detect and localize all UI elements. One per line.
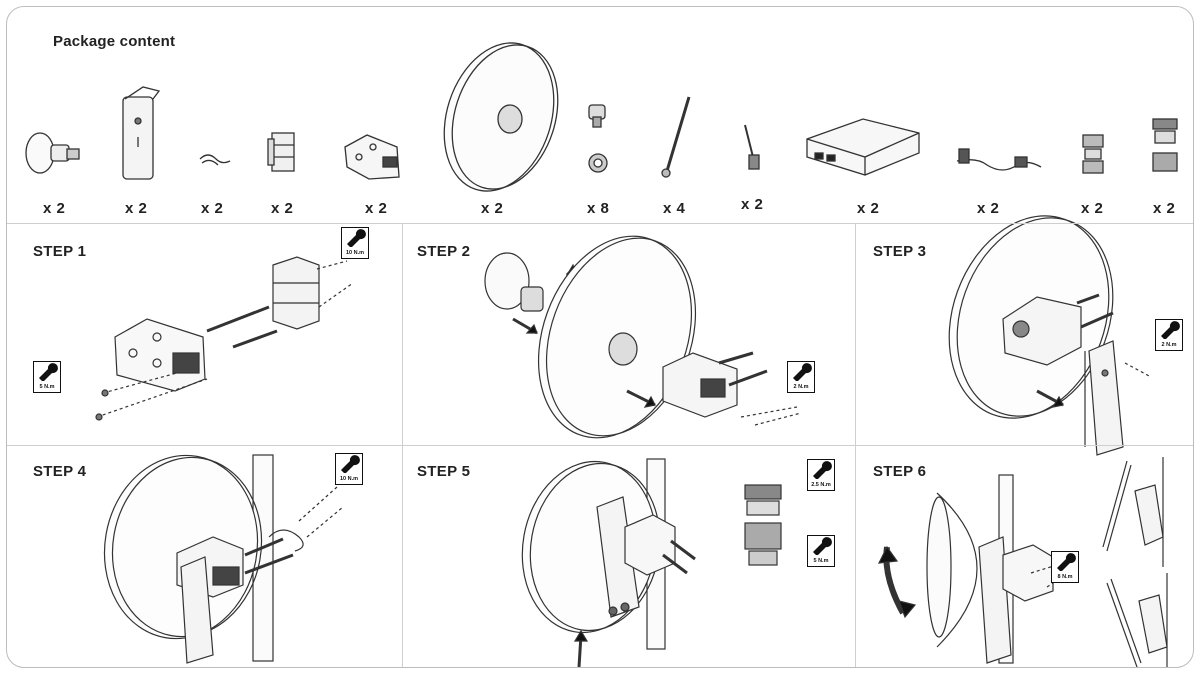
- step-5-label: STEP 5: [417, 463, 471, 480]
- feed-horn-illustration: [25, 132, 80, 174]
- step1-illustration: [95, 256, 354, 421]
- torque-badge-step5-a: 2.5 N.m: [807, 459, 835, 491]
- dish-illustration: [443, 42, 559, 192]
- step3-illustration: [948, 215, 1152, 456]
- divider-rows: [7, 445, 1193, 446]
- torque-badge-step6: 8 N.m: [1051, 551, 1079, 583]
- long-bolt-illustration: [661, 96, 691, 178]
- qty-long-bolt: x 4: [663, 200, 686, 217]
- radio-unit-illustration: [122, 86, 161, 180]
- torque-badge-step5-b: 5 N.m: [807, 535, 835, 567]
- torque-badge-step1-a: 10 N.m: [341, 227, 369, 259]
- step6-illustration: [877, 457, 1168, 667]
- poe-injector-illustration: [806, 118, 920, 176]
- package-illustrations: [25, 42, 1178, 667]
- qty-feed-horn: x 2: [43, 200, 66, 217]
- wrench-icon: [347, 229, 366, 247]
- step-3-label: STEP 3: [873, 243, 927, 260]
- power-cord-illustration: [956, 148, 1042, 171]
- qty-dish: x 2: [481, 200, 504, 217]
- qty-cable-gland-b: x 2: [1153, 200, 1176, 217]
- qty-cable-gland-a: x 2: [1081, 200, 1104, 217]
- wrench-icon: [813, 461, 832, 479]
- wrench-icon: [793, 363, 812, 381]
- wrench-icon: [39, 363, 58, 381]
- wrench-icon: [813, 537, 832, 555]
- wrench-icon: [1057, 553, 1076, 571]
- step-2-label: STEP 2: [417, 243, 471, 260]
- divider-col-1: [402, 223, 403, 667]
- qty-grounding-screw: x 2: [741, 196, 764, 213]
- qty-screws: x 8: [587, 200, 610, 217]
- pole-clamp-illustration: [267, 132, 295, 172]
- torque-badge-step3: 2 N.m: [1155, 319, 1183, 351]
- qty-poe-injector: x 2: [857, 200, 880, 217]
- package-content-title: Package content: [53, 33, 176, 50]
- step5-illustration: [521, 458, 782, 667]
- step2-illustration: [484, 235, 802, 439]
- cable-gland-b-illustration: [1152, 118, 1178, 172]
- divider-package: [7, 223, 1193, 224]
- qty-pole-clamp: x 2: [271, 200, 294, 217]
- qty-bracket: x 2: [365, 200, 388, 217]
- wrench-icon: [341, 455, 360, 473]
- torque-badge-step4: 10 N.m: [335, 453, 363, 485]
- step-1-label: STEP 1: [33, 243, 87, 260]
- grounding-screw-illustration: [744, 124, 760, 170]
- qty-strap: x 2: [201, 200, 224, 217]
- instruction-sheet: Package content: [6, 6, 1194, 668]
- divider-col-2: [855, 223, 856, 667]
- screws-illustration: [588, 104, 608, 173]
- torque-badge-step2: 2 N.m: [787, 361, 815, 393]
- step-4-label: STEP 4: [33, 463, 87, 480]
- qty-radio-unit: x 2: [125, 200, 148, 217]
- torque-badge-step1-b: 5 N.m: [33, 361, 61, 393]
- bracket-illustration: [344, 134, 400, 180]
- strap-illustration: [199, 154, 231, 166]
- step-6-label: STEP 6: [873, 463, 927, 480]
- qty-power-cord: x 2: [977, 200, 1000, 217]
- cable-gland-a-illustration: [1082, 134, 1104, 174]
- step4-illustration: [103, 454, 344, 664]
- wrench-icon: [1161, 321, 1180, 339]
